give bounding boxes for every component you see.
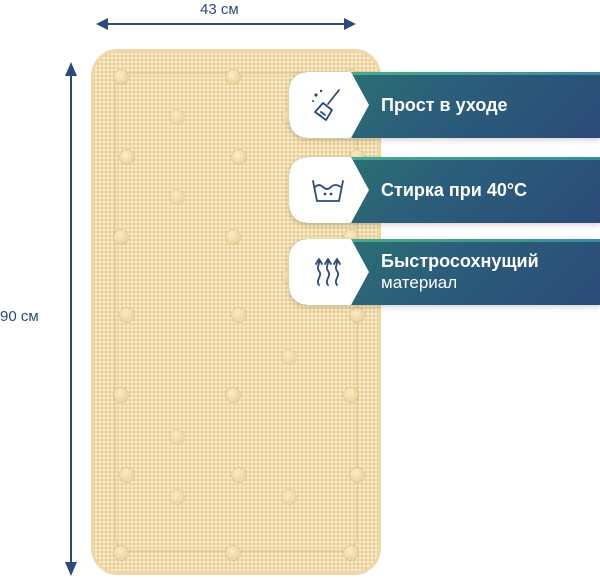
mat-bump — [226, 230, 240, 244]
wash-40-icon — [312, 180, 344, 202]
feature-badge-easy-care: Прост в уходе — [289, 72, 600, 138]
mat-bump — [350, 308, 364, 322]
mat-bump — [226, 70, 240, 84]
mat-bump — [120, 308, 134, 322]
badge-title: Быстросохнущий — [381, 251, 539, 271]
mat-bump — [170, 490, 184, 504]
mat-bump — [282, 490, 296, 504]
mat-bump — [120, 150, 134, 164]
mat-bump — [120, 468, 134, 482]
width-dimension-label: 43 см — [200, 1, 239, 18]
height-dimension-label: 90 см — [0, 308, 39, 325]
mat-bump — [226, 388, 240, 402]
mat-bump — [350, 468, 364, 482]
badge-subtitle: материал — [381, 273, 458, 292]
mat-bump — [114, 230, 128, 244]
mat-bump — [114, 388, 128, 402]
badge-text: Быстросохнущий материал — [381, 239, 539, 305]
mat-bump — [344, 546, 358, 560]
cleaning-brush-icon — [312, 89, 340, 121]
mat-bump — [232, 308, 246, 322]
mat-bump — [282, 350, 296, 364]
mat-bump — [344, 388, 358, 402]
mat-bump — [170, 190, 184, 204]
badge-title: Стирка при 40°C — [381, 180, 528, 200]
width-arrow-left-head — [96, 18, 108, 30]
badge-text: Прост в уходе — [381, 72, 508, 138]
badge-icon-panel — [289, 72, 369, 138]
height-arrow-top-head — [65, 62, 77, 76]
mat-bump — [114, 546, 128, 560]
badge-icon-panel — [289, 157, 369, 223]
height-arrow-bottom-head — [65, 562, 77, 576]
feature-badge-quick-dry: Быстросохнущий материал — [289, 239, 600, 305]
badge-icon-panel — [289, 239, 369, 305]
mat-bump — [226, 546, 240, 560]
mat-bump — [170, 110, 184, 124]
badge-text: Стирка при 40°C — [381, 157, 527, 223]
mat-bump — [232, 468, 246, 482]
badge-title: Прост в уходе — [381, 95, 508, 115]
mat-bump — [114, 70, 128, 84]
mat-bump — [170, 430, 184, 444]
quick-dry-icon — [315, 258, 341, 286]
mat-bump — [232, 150, 246, 164]
width-arrow-right-head — [344, 18, 356, 30]
feature-badge-wash: Стирка при 40°C — [289, 157, 600, 223]
